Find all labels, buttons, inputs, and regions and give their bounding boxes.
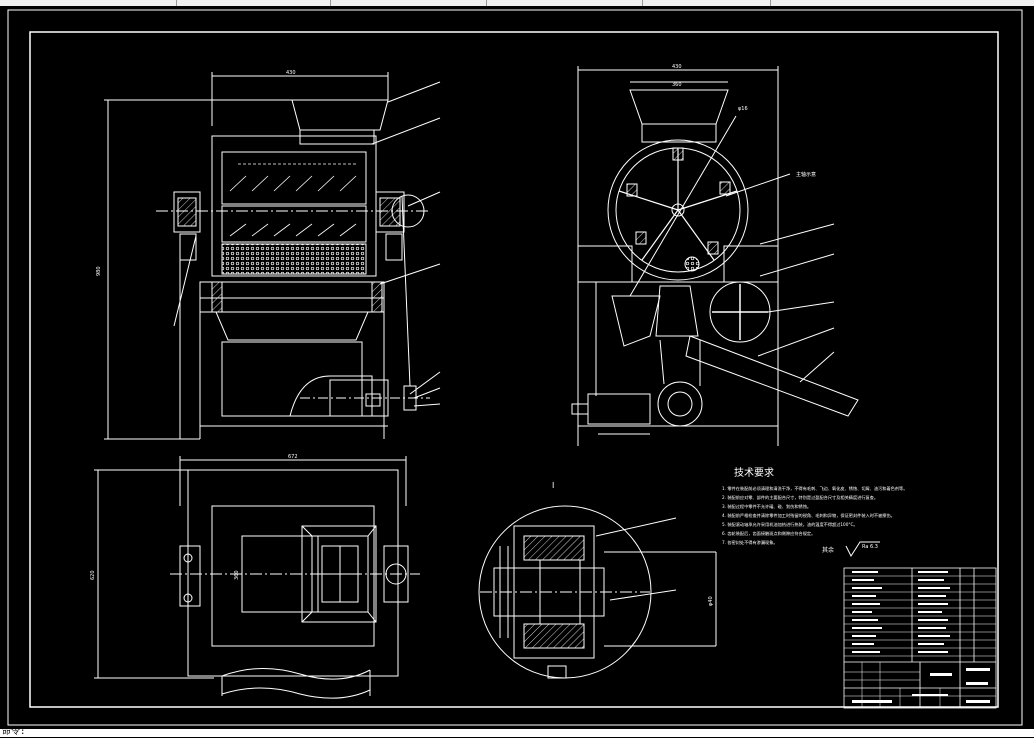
tech-requirement-line: 4. 装配前严格检查并清除零件加工时残留的锐角、毛刺和异物，保证密封件装入时不被… <box>722 512 895 519</box>
tech-requirement-line: 6. 齿轮装配后，齿面接触斑点和侧隙应符合规定。 <box>722 530 815 537</box>
label-main-shaft: 主轴示意 <box>796 171 816 178</box>
tech-requirement-line: 5. 装配滚动轴承允许采用机油加热进行热装，油的温度不得超过100°C。 <box>722 521 858 528</box>
title-block[interactable] <box>843 567 997 709</box>
roughness-symbol <box>845 541 880 558</box>
dim-detail: φ40 <box>708 596 714 606</box>
side-view[interactable] <box>571 66 859 446</box>
plan-view[interactable] <box>94 456 420 699</box>
dim-front-height: 980 <box>96 266 102 276</box>
roughness-value: Ra 6.3 <box>862 544 878 550</box>
front-view[interactable] <box>104 72 441 440</box>
command-prompt: 命令: <box>2 727 26 737</box>
detail-view-I[interactable] <box>478 505 717 679</box>
top-toolbar-strip <box>0 0 1034 6</box>
tech-requirement-line: 3. 装配过程中零件不允许磕、碰、划伤和锈蚀。 <box>722 503 811 510</box>
tech-requirement-line: 1. 零件在装配前必须清理和清洗干净，不得有毛刺、飞边、氧化皮、锈蚀、切屑、油污… <box>722 485 907 492</box>
dim-hopper-note: φ16 <box>738 106 748 112</box>
section-label-I: I <box>552 481 554 490</box>
dim-plan-depth: 620 <box>90 570 96 580</box>
tech-requirement-line: 7. 各密封处不得有渗漏现象。 <box>722 539 778 546</box>
dim-plan-width: 672 <box>288 454 298 460</box>
drawing-frame <box>7 9 1023 726</box>
dim-side-top: 430 <box>672 64 682 70</box>
tech-requirement-line: 2. 装配前应对零、部件的主要配合尺寸，特别是过盈配合尺寸及相关精度进行复查。 <box>722 494 878 501</box>
dim-front-top: 430 <box>286 70 296 76</box>
dim-side-inner: 360 <box>672 82 682 88</box>
roughness-note: 其余 <box>822 546 834 554</box>
command-line[interactable]: 命令: <box>0 727 1034 737</box>
cad-drawing-canvas[interactable]: 技术要求 1. 零件在装配前必须清理和清洗干净，不得有毛刺、飞边、氧化皮、锈蚀、… <box>0 6 1034 729</box>
tech-requirements-title: 技术要求 <box>734 466 774 479</box>
dim-plan-inner: 360 <box>234 570 240 580</box>
